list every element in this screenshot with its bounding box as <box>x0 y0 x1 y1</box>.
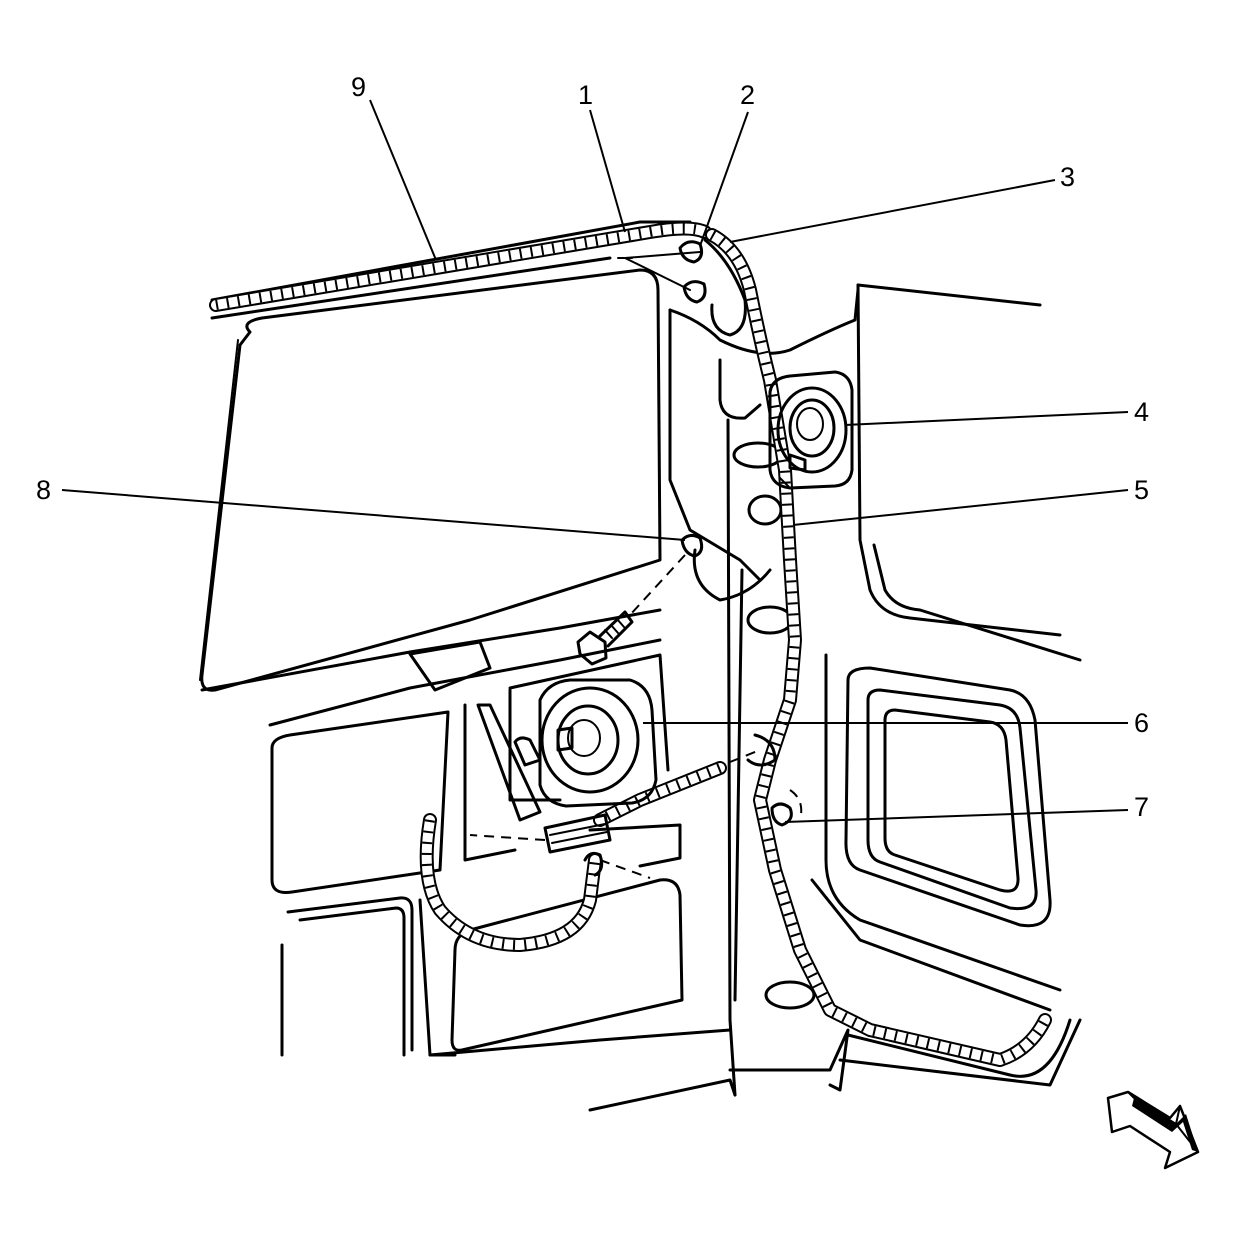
front-arrow-icon <box>1106 1090 1200 1170</box>
rear-window <box>200 268 662 692</box>
leader-2 <box>699 111 749 247</box>
harness-retainer <box>770 802 793 827</box>
upper-speaker <box>768 370 854 490</box>
pillar-hole-4 <box>764 980 816 1010</box>
speaker-connector <box>543 813 612 854</box>
pillar-panel <box>668 308 762 582</box>
callout-4: 4 <box>1134 397 1149 427</box>
callout-9: 9 <box>351 72 366 102</box>
belt-bracket <box>408 640 492 692</box>
clip-upper <box>678 240 703 264</box>
callout-7: 7 <box>1134 792 1149 822</box>
callout-3: 3 <box>1060 162 1075 192</box>
clip-lower <box>682 280 707 304</box>
leader-5 <box>792 489 1129 526</box>
leader-1 <box>589 109 626 233</box>
leader-3 <box>729 179 1056 243</box>
leader-4 <box>844 411 1129 426</box>
mounting-bolt <box>576 630 608 666</box>
leader-8 <box>61 489 686 541</box>
speaker-fastener <box>576 533 772 666</box>
pillar-hole-3 <box>746 605 794 635</box>
pillar-hole-2 <box>747 494 783 526</box>
callout-2: 2 <box>740 80 755 110</box>
callout-1: 1 <box>578 80 593 110</box>
rear-door-opening <box>844 666 1052 928</box>
leader-9 <box>369 99 437 261</box>
roof-clips <box>617 240 707 304</box>
leader-lines <box>61 99 1129 823</box>
leader-7 <box>784 809 1129 823</box>
callout-8: 8 <box>36 475 51 505</box>
lower-panel-left <box>270 710 450 894</box>
vehicle-body-panel <box>199 220 1082 1112</box>
lower-speaker <box>513 678 658 808</box>
callout-6: 6 <box>1134 708 1149 738</box>
wiring-harness <box>209 221 1052 1067</box>
lower-panel-center <box>450 878 684 1052</box>
mounting-nut <box>680 533 704 558</box>
callout-5: 5 <box>1134 475 1149 505</box>
callout-labels: 9 1 2 3 4 5 6 7 8 <box>36 72 1149 822</box>
